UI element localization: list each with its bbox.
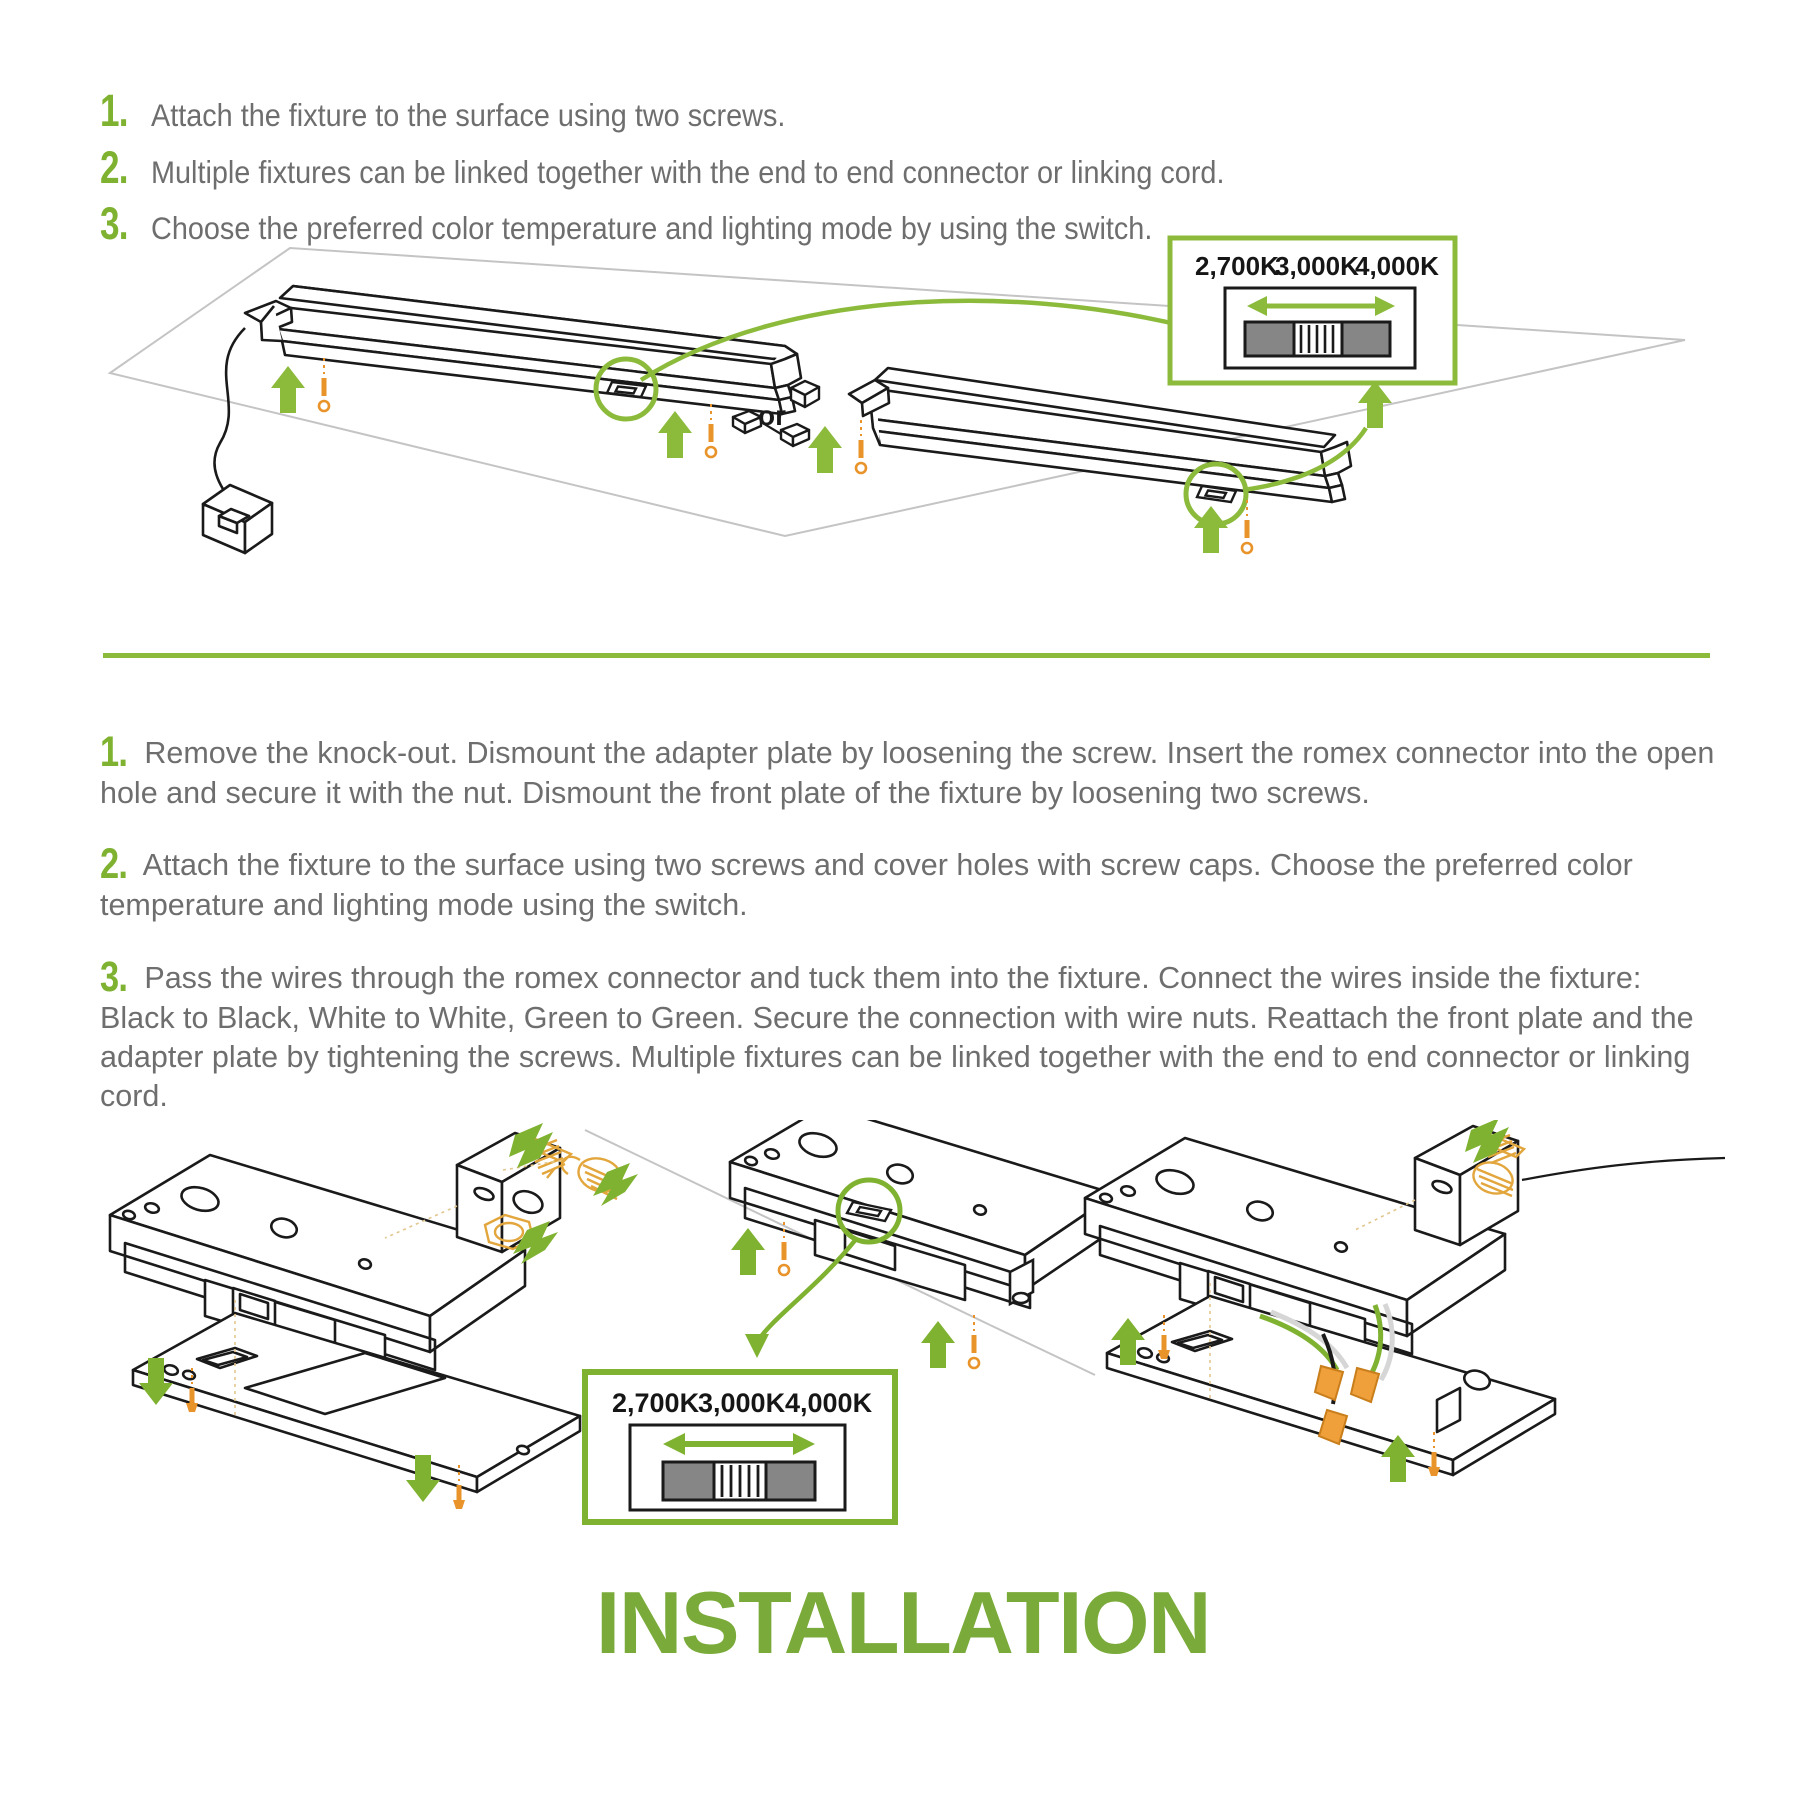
mount-arrow-group-3	[808, 426, 842, 473]
list-item: 1. Attach the fixture to the surface usi…	[100, 88, 1720, 136]
screw-marker-2	[704, 404, 718, 459]
temp-label-2700k: 2,700K	[1195, 251, 1279, 281]
leader-line-right-switch	[1242, 426, 1368, 493]
temp-label-4000k: 4,000K	[785, 1388, 873, 1418]
linking-cord	[731, 409, 811, 448]
romex-connector	[1472, 1161, 1514, 1198]
switch-on-fixture	[845, 1200, 893, 1223]
remove-arrow-down	[406, 1455, 440, 1502]
mount-arrow-group-4	[1194, 506, 1228, 553]
step-text: Pass the wires through the romex connect…	[100, 960, 1694, 1114]
step-text: Choose the preferred color temperature a…	[151, 210, 1153, 247]
mount-arrow-up	[1381, 1435, 1415, 1482]
temp-label-3000k: 3,000K	[698, 1388, 786, 1418]
callout-leader	[1521, 1156, 1726, 1182]
plug	[201, 483, 274, 555]
leader-arrowhead	[745, 1334, 769, 1358]
surface-plane	[107, 246, 1686, 538]
step-text: Remove the knock-out. Dismount the adapt…	[100, 735, 1715, 810]
switch-left-fixture	[605, 380, 648, 399]
screw-marker	[967, 1315, 981, 1370]
leader-line-switch	[755, 1236, 859, 1344]
mount-arrow-up	[731, 1228, 765, 1275]
alignment-guide	[234, 1159, 566, 1418]
step-number: 3.	[100, 952, 128, 1001]
screw-marker-4	[1240, 500, 1254, 555]
assembly-arrow	[1465, 1120, 1509, 1163]
assembly-arrow	[593, 1163, 638, 1206]
step-number: 3.	[100, 198, 128, 250]
alignment-guide	[1209, 1199, 1416, 1402]
assembly-arrow	[513, 1221, 558, 1264]
end-to-end-connector	[789, 379, 821, 409]
mount-arrow-group-1	[271, 366, 305, 413]
screw-marker	[1158, 1315, 1170, 1359]
step-number: 1.	[100, 85, 128, 136]
screw-marker	[186, 1368, 198, 1412]
temp-label-2700k: 2,700K	[612, 1388, 700, 1418]
wire-white-2	[1378, 1303, 1395, 1382]
section-divider	[103, 653, 1710, 658]
slide-switch	[661, 1460, 817, 1502]
list-item: 3. Pass the wires through the romex conn…	[100, 952, 1715, 1117]
step-number: 2.	[100, 141, 128, 193]
temp-label-4000k: 4,000K	[1355, 251, 1439, 281]
temperature-callout-bottom: 2,700K 3,000K 4,000K	[582, 1369, 898, 1525]
panel-mount-switch: 2,700K 3,000K 4,000K	[582, 1120, 1117, 1525]
screw-marker	[1428, 1432, 1440, 1476]
list-item: 1. Remove the knock-out. Dismount the ad…	[100, 727, 1715, 813]
temperature-callout-top: 2,700K 3,000K 4,000K	[1167, 235, 1458, 386]
page-title: INSTALLATION	[595, 1573, 1212, 1672]
fixture-left	[243, 284, 803, 416]
step-number: 2.	[100, 840, 128, 889]
mount-arrow-up	[1111, 1318, 1145, 1365]
slider-direction-arrow	[1247, 296, 1395, 316]
wire-white	[1270, 1309, 1350, 1370]
assembly-arrow	[509, 1123, 553, 1168]
bottom-instruction-list: 1. Remove the knock-out. Dismount the ad…	[100, 700, 1715, 1142]
panel-wiring	[1083, 1120, 1726, 1482]
mount-arrow-group-2	[658, 411, 692, 458]
step-text: Attach the fixture to the surface using …	[151, 97, 786, 133]
switch-highlight-circle	[593, 356, 659, 422]
top-instruction-list: 1. Attach the fixture to the surface usi…	[100, 88, 1720, 258]
wire-nut	[1313, 1364, 1345, 1402]
list-item: 2. Multiple fixtures can be linked toget…	[100, 145, 1720, 193]
screw-marker-1	[317, 358, 331, 413]
switch-right-fixture	[1195, 484, 1238, 504]
list-item: 2. Attach the fixture to the surface usi…	[100, 843, 1715, 925]
top-illustration: or 2,700K 3,00	[85, 228, 1735, 648]
slider-direction-arrow	[663, 1433, 815, 1455]
leader-line-left-switch	[639, 298, 1244, 382]
connector-or-label: or	[758, 400, 786, 431]
surface-line	[989, 1324, 1096, 1376]
step-number: 1.	[100, 727, 128, 776]
remove-arrow-down	[139, 1358, 173, 1405]
panel-exploded-adapter	[108, 1123, 638, 1509]
temp-label-3000k: 3,000K	[1275, 251, 1359, 281]
screw-marker	[453, 1465, 465, 1509]
surface-line	[584, 1129, 991, 1326]
fixture-right	[847, 366, 1353, 504]
step-text: Multiple fixtures can be linked together…	[151, 153, 1225, 190]
mount-arrow-up	[921, 1321, 955, 1368]
screw-marker	[777, 1222, 791, 1277]
bottom-illustration: 2,700K 3,000K 4,000K	[85, 1120, 1735, 1550]
step-text: Attach the fixture to the surface using …	[100, 848, 1633, 923]
switch-highlight-circle	[835, 1177, 903, 1245]
slide-switch	[1243, 320, 1392, 358]
wire-nut	[1349, 1366, 1381, 1404]
screw-marker-3	[854, 420, 868, 475]
wire-nut	[1317, 1408, 1349, 1446]
list-item: 3. Choose the preferred color temperatur…	[100, 201, 1720, 249]
mount-arrow-group-5	[1358, 381, 1392, 428]
